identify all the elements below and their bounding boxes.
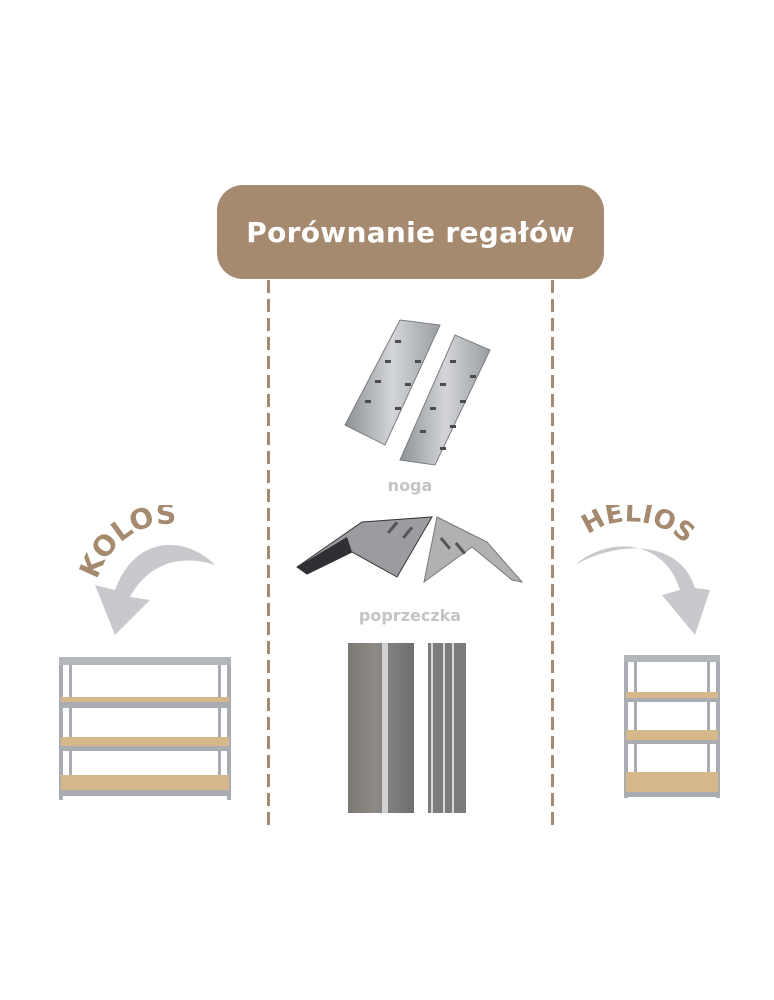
kolos-arrow: KOLOS xyxy=(75,505,225,640)
title-banner: Porównanie regałów xyxy=(217,185,604,279)
page-title: Porównanie regałów xyxy=(246,215,575,249)
curved-arrow-icon xyxy=(575,546,710,635)
divider-right xyxy=(551,280,554,825)
kolos-shelf-image xyxy=(57,657,233,802)
svg-text:HELIOS: HELIOS xyxy=(577,505,700,549)
component-label-leg: noga xyxy=(387,476,433,495)
profile-closeup-image xyxy=(348,643,468,813)
component-label-crossbar: poprzeczka xyxy=(358,606,462,625)
product-name-helios: HELIOS xyxy=(577,505,700,549)
crossbar-profile-image xyxy=(292,512,527,587)
curved-arrow-icon xyxy=(95,544,215,635)
helios-shelf-image xyxy=(622,655,722,800)
leg-profile-image xyxy=(340,315,500,470)
helios-arrow: HELIOS xyxy=(570,505,720,640)
divider-left xyxy=(267,280,270,825)
